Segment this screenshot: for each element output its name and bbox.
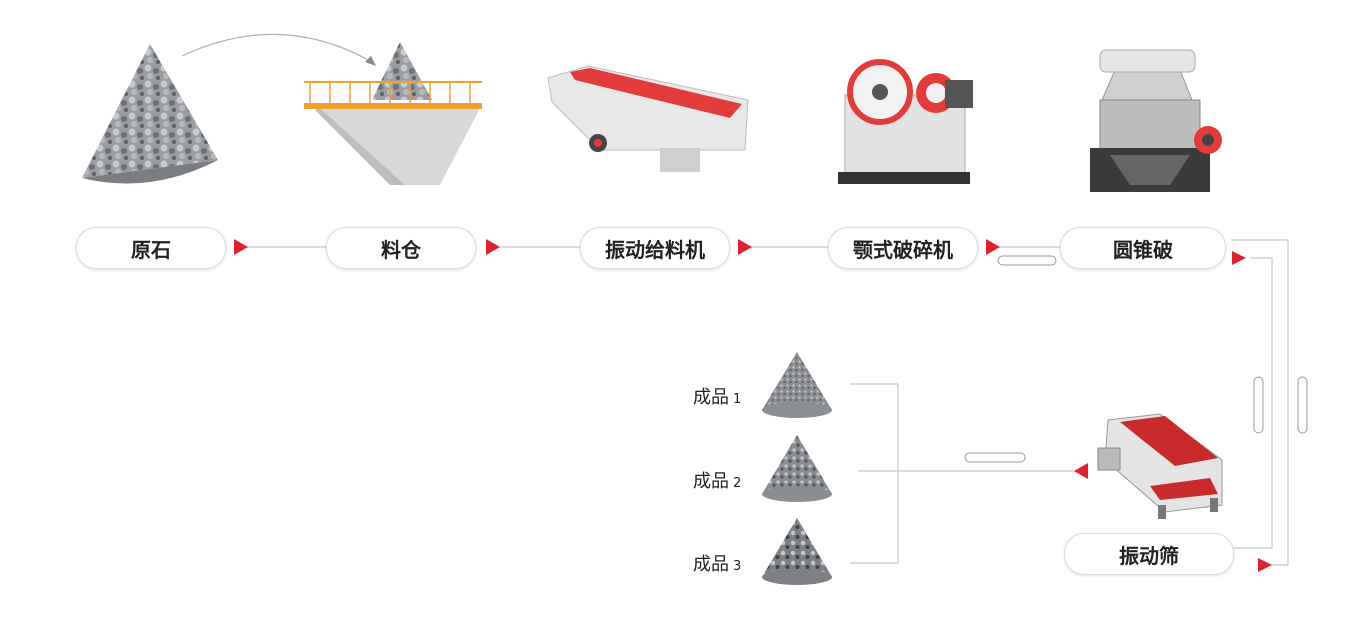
- jaw-crusher-icon: [838, 59, 973, 184]
- stage-vibrating-screen: 振动筛: [1064, 533, 1234, 575]
- product-label-text: 成品: [693, 554, 729, 575]
- conveyor-symbol: [1297, 376, 1308, 434]
- medium-aggregate-pile-icon: [762, 435, 832, 502]
- stage-material-bin: 料仓: [326, 227, 476, 269]
- flow-arrow: [986, 239, 1000, 255]
- coarse-aggregate-pile-icon: [762, 518, 832, 585]
- flow-arrow: [1258, 558, 1272, 572]
- product-label-text: 成品: [693, 471, 729, 492]
- circulation-line-inner: [1233, 257, 1273, 549]
- cone-crusher-icon: [1090, 49, 1222, 192]
- stage-cone-crusher: 圆锥破: [1060, 227, 1226, 269]
- product-bracket: [850, 383, 899, 564]
- vibrating-screen-icon: [1097, 413, 1223, 519]
- product-number: 2: [733, 476, 742, 491]
- fine-aggregate-pile-icon: [762, 352, 832, 418]
- product-label-3: 成品 3: [693, 550, 741, 576]
- product-label-text: 成品: [693, 387, 729, 408]
- stage-vibrating-feeder: 振动给料机: [580, 227, 730, 269]
- flow-arrow: [234, 239, 248, 255]
- flow-arrow: [486, 239, 500, 255]
- conveyor-symbol: [964, 452, 1026, 463]
- product-label-2: 成品 2: [693, 467, 741, 493]
- stage-jaw-crusher: 颚式破碎机: [828, 227, 978, 269]
- stage-raw-stone: 原石: [76, 227, 226, 269]
- flow-arrow: [1232, 251, 1246, 265]
- flow-arrow: [1074, 463, 1088, 479]
- product-number: 3: [733, 559, 742, 574]
- feed-curve-arrow: [181, 33, 373, 63]
- product-number: 1: [733, 392, 742, 407]
- material-bin-icon: [304, 42, 482, 185]
- conveyor-symbol: [997, 255, 1057, 266]
- feed-curve-arrowhead: [365, 56, 376, 66]
- product-label-1: 成品 1: [693, 383, 741, 409]
- flow-arrow: [738, 239, 752, 255]
- circulation-line-outer: [1231, 239, 1289, 566]
- raw-stone-pile-icon: [82, 44, 218, 184]
- conveyor-symbol: [1253, 376, 1264, 434]
- vibrating-feeder-icon: [547, 65, 749, 172]
